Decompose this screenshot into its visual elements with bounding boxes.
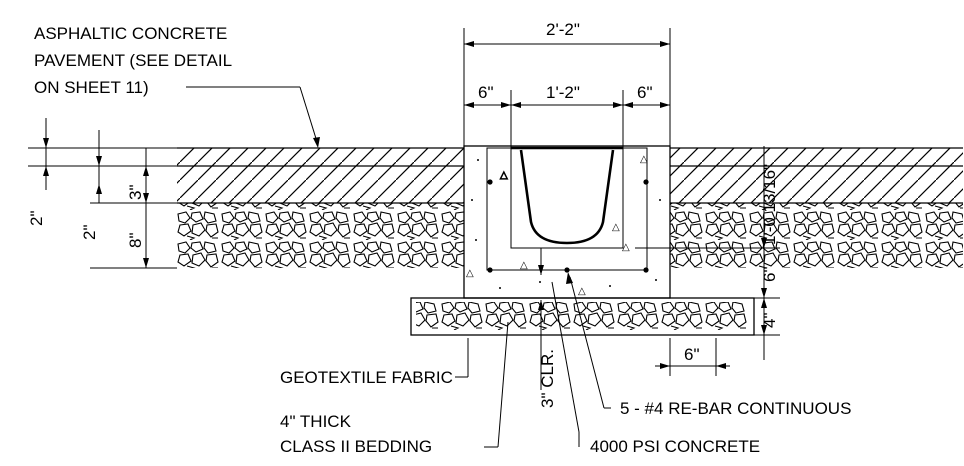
dim-left-3in: 3" (126, 185, 145, 201)
leader-lines (186, 86, 611, 448)
trench-drain-channel (510, 146, 624, 249)
label-bedding-line1: 4" THICK (280, 412, 352, 431)
dim-overall-width: 2'-2" (546, 20, 580, 39)
dim-right-6in: 6" (760, 267, 779, 283)
label-pavement-line3: ON SHEET 11) (34, 78, 149, 97)
left-dimension-stack (28, 118, 177, 269)
label-pavement-line2: PAVEMENT (SEE DETAIL (34, 51, 232, 70)
dim-left-8in: 8" (126, 233, 145, 249)
pavement-left (177, 147, 464, 268)
top-dimensions (463, 28, 671, 148)
dim-right-wall: 6" (637, 83, 653, 102)
right-dimensions (635, 146, 780, 376)
label-concrete: 4000 PSI CONCRETE (590, 437, 760, 456)
class-ii-bedding (410, 297, 755, 336)
dim-right-height: 1'-0 13/16" (760, 164, 779, 245)
svg-text:△: △ (640, 154, 648, 165)
label-rebar: 5 - #4 RE-BAR CONTINUOUS (620, 399, 851, 418)
dim-channel-width: 1'-2" (546, 83, 580, 102)
svg-text:△: △ (500, 170, 508, 181)
svg-text:△: △ (622, 242, 630, 253)
label-geotextile: GEOTEXTILE FABRIC (280, 368, 453, 387)
svg-text:△: △ (578, 286, 586, 297)
svg-text:△: △ (612, 222, 620, 233)
dim-left-wall: 6" (478, 83, 494, 102)
concrete-encasement: △ △ △ △ △ △ △ (463, 145, 671, 299)
dim-left-2in-outer: 2" (27, 211, 46, 227)
label-pavement-line1: ASPHALTIC CONCRETE (34, 24, 227, 43)
svg-text:△: △ (466, 268, 474, 279)
dim-right-4in: 4" (760, 313, 779, 329)
dim-left-2in-inner: 2" (80, 225, 99, 241)
svg-text:△: △ (520, 260, 528, 271)
label-clearance: 3" CLR. (538, 349, 557, 408)
pavement-right (670, 147, 963, 268)
dim-bottom-6in: 6" (684, 345, 700, 364)
label-bedding-line2: CLASS II BEDDING (280, 437, 432, 456)
